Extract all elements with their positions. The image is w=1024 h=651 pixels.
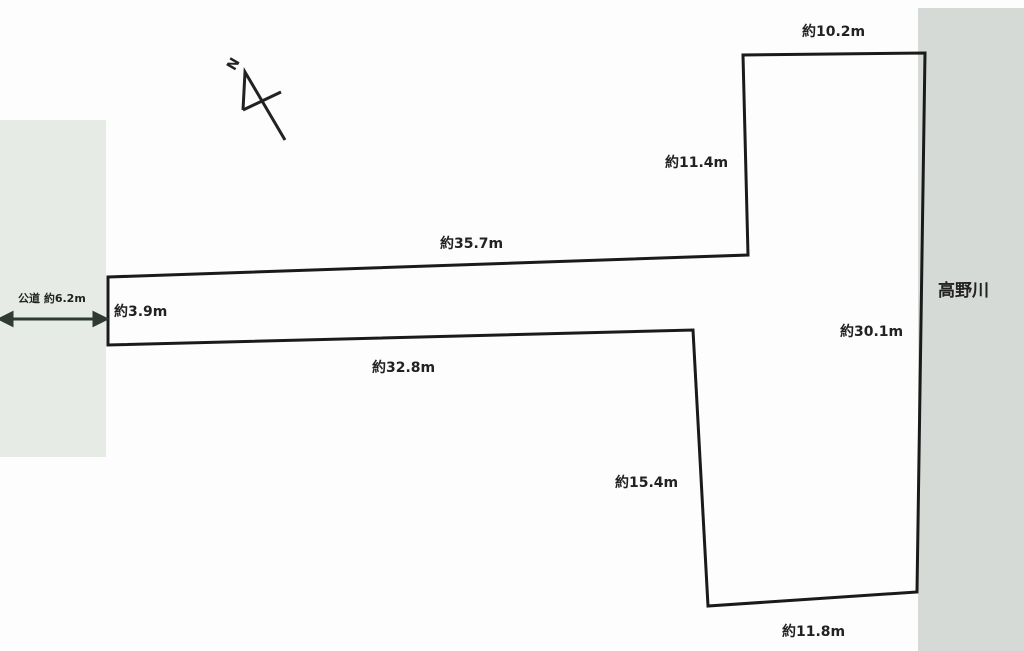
north-arrow-icon (241, 66, 287, 141)
north-label: N (224, 55, 244, 73)
road-width-arrow (0, 310, 110, 328)
river-label: 高野川 (938, 281, 989, 301)
road-label: 公道 約6.2m (18, 292, 86, 305)
dimension-right: 約30.1m (840, 324, 904, 340)
dimension-upper-long: 約35.7m (440, 236, 504, 252)
dimension-upper-left: 約11.4m (665, 155, 729, 171)
lot-outline (106, 51, 927, 608)
dimension-bottom: 約11.8m (782, 624, 846, 640)
dimension-top: 約10.2m (802, 24, 866, 40)
public-road-area (0, 120, 106, 457)
dimension-lower-left: 約15.4m (615, 475, 679, 491)
dimension-frontage: 約3.9m (114, 304, 168, 320)
dimension-lower-long: 約32.8m (372, 360, 436, 376)
river-area (918, 8, 1024, 651)
